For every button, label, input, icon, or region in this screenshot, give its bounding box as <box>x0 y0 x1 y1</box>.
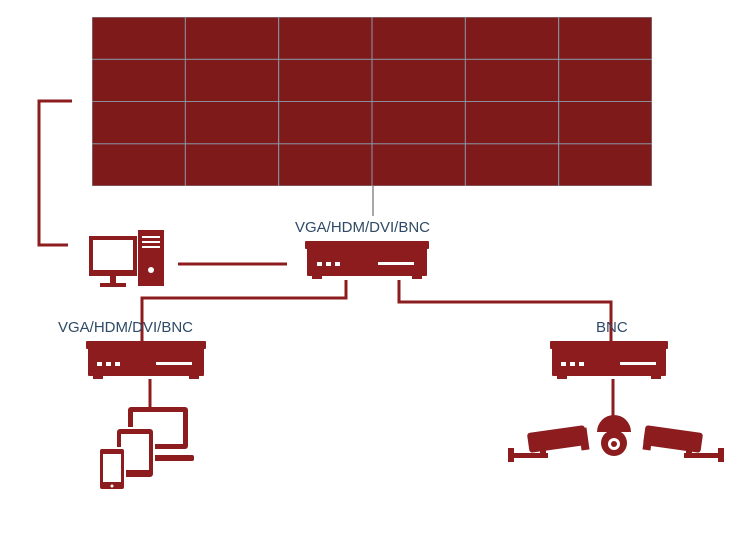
right-switch-box <box>550 341 668 379</box>
left-switch-box <box>86 341 206 379</box>
video-wall-panel <box>465 17 559 59</box>
video-wall-panel <box>372 59 465 102</box>
video-wall <box>92 17 652 186</box>
video-wall-panel <box>559 59 652 102</box>
right-switch-label: BNC <box>596 319 628 336</box>
video-wall-frame <box>92 17 652 186</box>
main-switch-box <box>305 241 429 279</box>
video-wall-panel <box>279 144 372 186</box>
video-wall-panel <box>372 102 465 144</box>
video-wall-panel <box>559 144 652 186</box>
video-wall-panel <box>465 144 559 186</box>
main-to-right-switch-line <box>397 280 613 341</box>
video-wall-panel <box>279 59 372 102</box>
video-wall-panel <box>185 59 279 102</box>
video-wall-panel <box>465 59 559 102</box>
video-wall-panel <box>279 17 372 59</box>
video-wall-panel <box>185 102 279 144</box>
video-wall-panel <box>559 17 652 59</box>
video-wall-panel <box>372 17 465 59</box>
main-switch-label: VGA/HDM/DVI/BNC <box>295 219 431 236</box>
video-wall-panel <box>92 102 185 144</box>
video-wall-panel <box>185 17 279 59</box>
video-wall-panel <box>92 144 185 186</box>
desktop-computer-icon <box>89 230 164 287</box>
main-to-left-switch-line <box>140 280 348 341</box>
video-wall-panel <box>465 102 559 144</box>
video-wall-panel <box>372 144 465 186</box>
connections <box>37 99 615 420</box>
video-wall-panel <box>559 102 652 144</box>
wall-to-computer-line <box>37 99 72 247</box>
left-switch-label: VGA/HDM/DVI/BNC <box>58 319 194 336</box>
video-wall-panel <box>92 59 185 102</box>
video-wall-panel <box>279 102 372 144</box>
multi-device-icon <box>98 407 194 491</box>
video-wall-panel <box>185 144 279 186</box>
video-wall-panel <box>92 17 185 59</box>
cctv-cameras-icon <box>508 415 724 462</box>
